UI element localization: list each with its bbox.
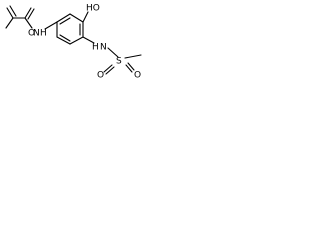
bond [125, 64, 133, 73]
bond [59, 17, 71, 25]
bond [69, 13, 84, 23]
bond [59, 34, 71, 42]
bond [103, 64, 113, 73]
bond [82, 36, 95, 44]
bond [5, 17, 14, 29]
atom-label-h: H [40, 29, 47, 39]
bond [127, 62, 135, 71]
bond [27, 8, 35, 20]
atom-label-o: O [97, 71, 104, 79]
bond [24, 7, 32, 19]
bond [56, 36, 71, 45]
bond [24, 17, 33, 29]
atom-label-h: H [92, 43, 99, 53]
atom-label-ho: HO [86, 4, 100, 14]
bond [56, 13, 71, 23]
bond [82, 11, 89, 23]
atom-label-o: O [28, 29, 35, 39]
atom-label-o: O [134, 71, 141, 79]
bond [6, 7, 14, 19]
bond [44, 21, 58, 30]
structure-diagram: O N H HO H N S O O [5, 4, 142, 79]
bond [124, 54, 142, 59]
atom-label-n: N [100, 43, 107, 53]
atom-label-n: N [33, 29, 40, 39]
bond [105, 66, 115, 75]
atom-label-s: S [116, 57, 122, 67]
bond [69, 36, 84, 45]
bond [107, 47, 119, 58]
bond [9, 5, 17, 17]
